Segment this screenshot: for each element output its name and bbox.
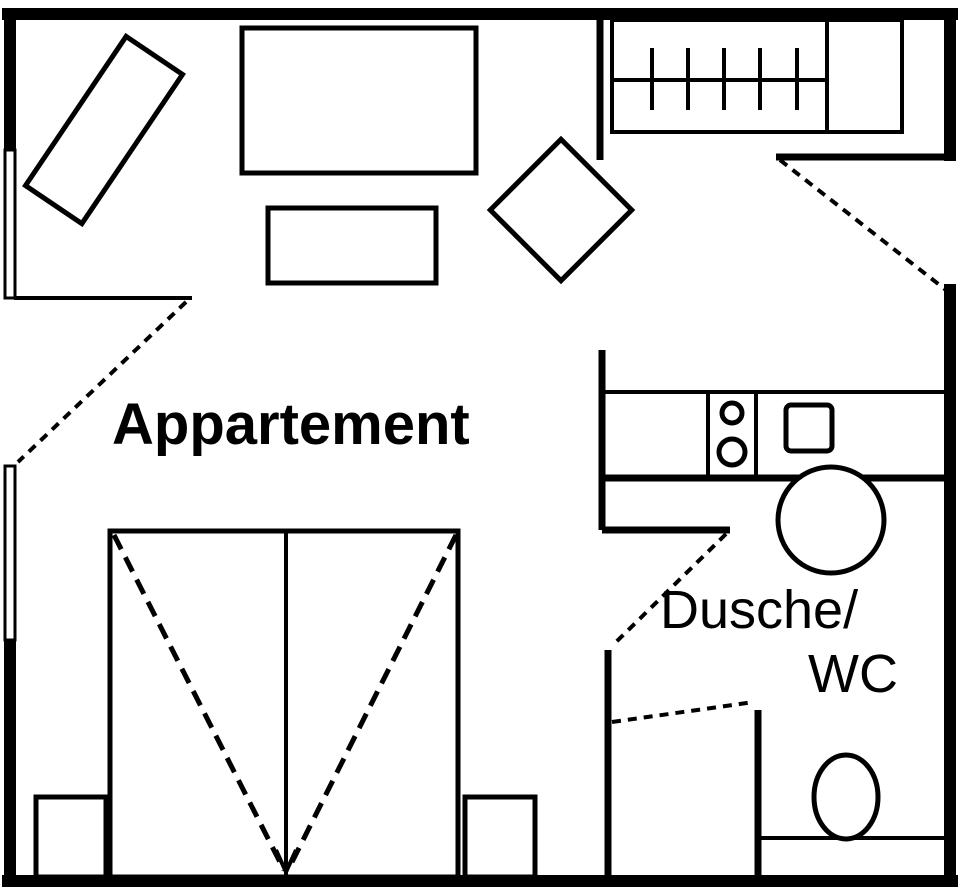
stove-burner-1 [719,400,745,426]
bed [107,528,461,880]
coffee-table [265,205,439,286]
window-left-lower [3,464,17,642]
bathroom: Dusche/ WC [602,464,946,881]
door-swing-entry [778,158,948,292]
kitchenette [598,350,946,530]
bed-arrow-head [274,849,298,877]
door-swing-left [16,300,188,464]
toilet [811,752,881,842]
sofa [239,25,479,176]
bed-diagonal-left [111,533,287,872]
wardrobe-body [610,18,904,134]
armchair [486,135,636,285]
bed-diagonal-right [285,533,459,872]
sink [783,402,835,454]
desk [22,32,186,228]
nightstand-left [33,794,109,880]
stove-burner-2 [716,436,748,468]
nightstand-right [462,794,538,880]
window-left-upper [3,148,17,300]
shower-drain-area [775,464,887,576]
door-swing-wc [611,700,755,724]
wardrobe [596,14,904,160]
room-label-appartement: Appartement [112,392,470,457]
outer-walls [2,8,958,887]
door-swing-bath [610,532,728,648]
room-label-bath-2: WC [808,644,898,704]
room-label-bath-1: Dusche/ [660,580,858,640]
